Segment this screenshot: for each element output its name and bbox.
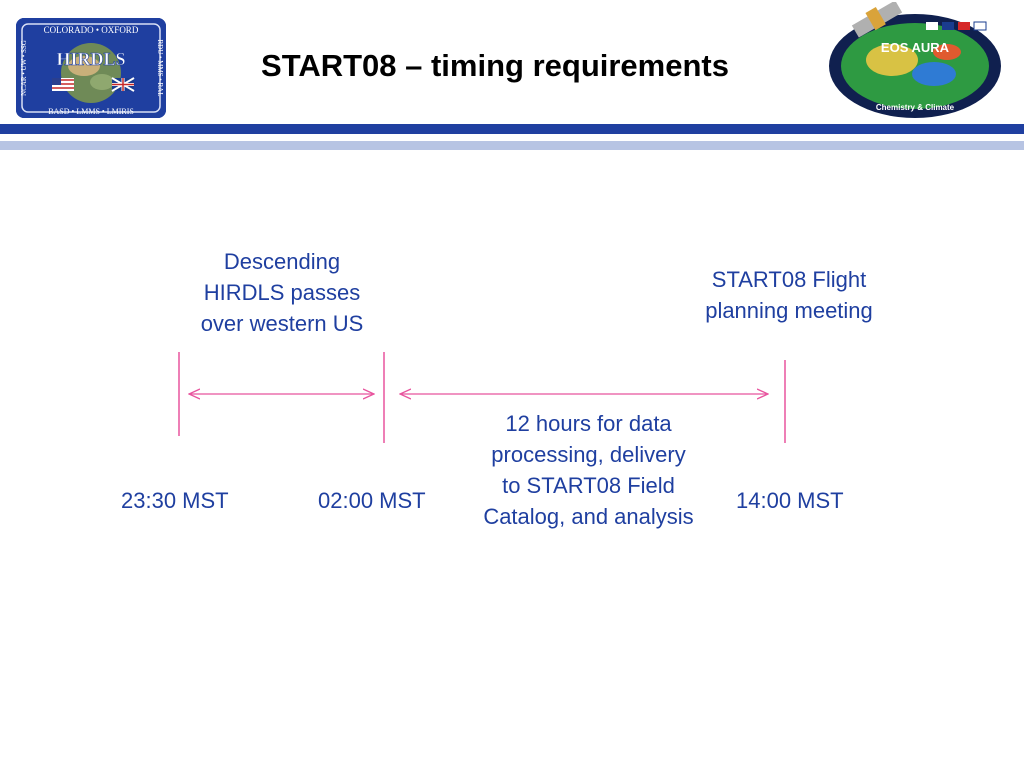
- page-title: START08 – timing requirements: [261, 48, 729, 83]
- flag-fi-icon: [973, 21, 987, 31]
- eos-aura-wordmark: EOS AURA: [881, 40, 950, 55]
- time-label-0200: 02:00 MST: [318, 488, 426, 513]
- hirdls-right-text: RDU • MMS • RAL: [156, 39, 164, 96]
- flag-nl-icon: [958, 22, 970, 30]
- hirdls-bottom-text: BASD • LMMS • LMIRIS: [48, 107, 134, 116]
- hirdls-left-text: NCAR • UW • SSG: [20, 40, 28, 96]
- eos-aura-logo-graphic: EOS AURA Chemistry & Climate: [829, 0, 1001, 118]
- processing-window-label: 12 hours for data processing, delivery t…: [483, 411, 694, 529]
- time-label-2330: 23:30 MST: [121, 488, 229, 513]
- flag-uk-icon: [942, 22, 954, 30]
- satellite-icon: [851, 0, 903, 38]
- hirdls-logo: COLORADO • OXFORD BASD • LMMS • LMIRIS N…: [16, 18, 166, 118]
- descending-passes-label: Descending HIRDLS passes over western US: [200, 249, 364, 336]
- hirdls-logo-graphic: COLORADO • OXFORD BASD • LMMS • LMIRIS N…: [16, 18, 166, 118]
- eos-aura-tagline: Chemistry & Climate: [876, 103, 955, 112]
- header-rule-dark: [0, 124, 1024, 134]
- eos-aura-logo: EOS AURA Chemistry & Climate: [822, 0, 1004, 120]
- flag-us-icon: [926, 22, 938, 30]
- header-rule-light: [0, 141, 1024, 150]
- hirdls-wordmark: HIRDLS: [56, 49, 125, 69]
- flight-planning-meeting-label: START08 Flight planning meeting: [705, 267, 873, 323]
- hirdls-top-text: COLORADO • OXFORD: [44, 25, 139, 35]
- time-label-1400: 14:00 MST: [736, 488, 844, 513]
